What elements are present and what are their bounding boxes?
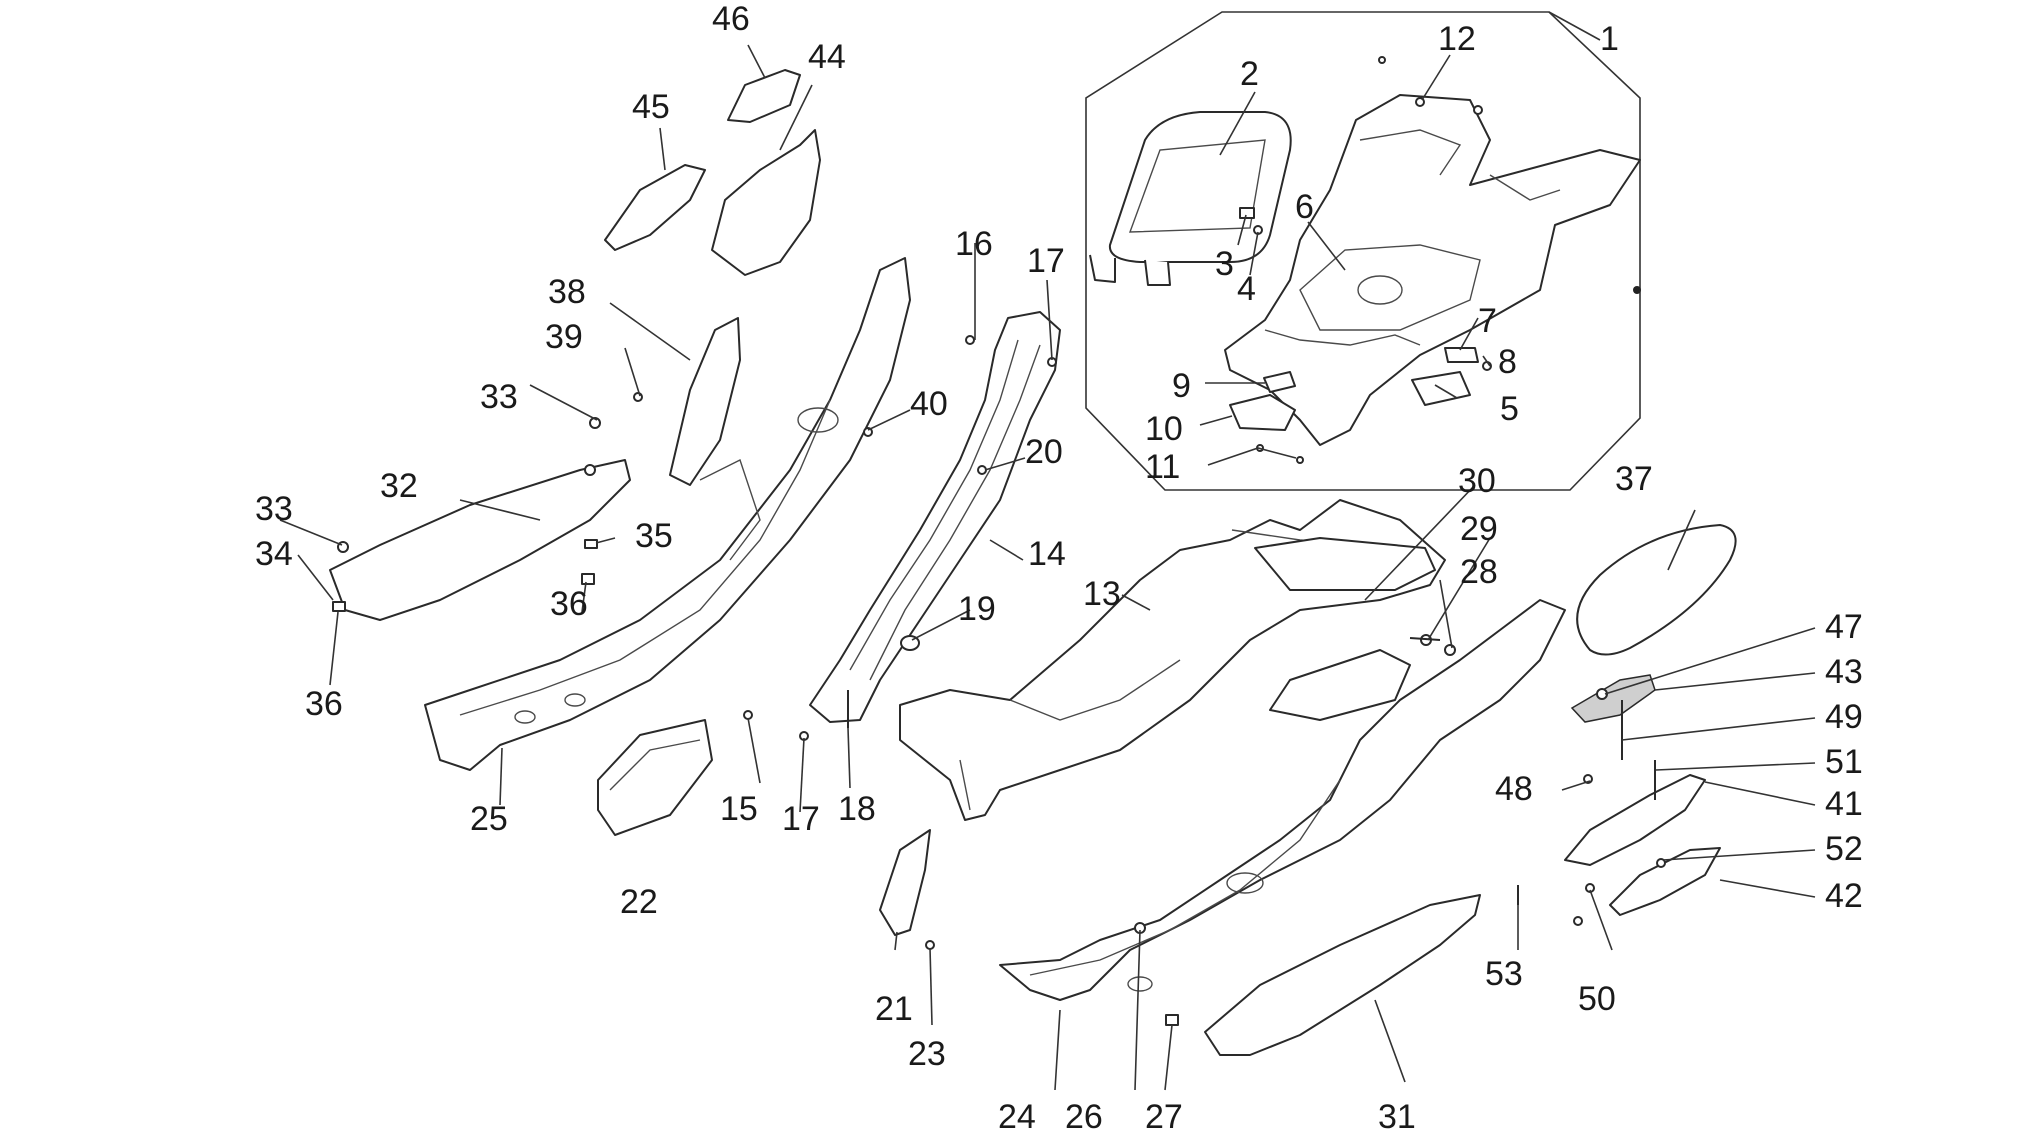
callout-13: 13 (1083, 575, 1121, 613)
callout-45: 45 (632, 88, 670, 126)
callout-33b: 33 (255, 490, 293, 528)
callout-9: 9 (1172, 367, 1191, 405)
part-32-left-floor-mat (329, 459, 631, 621)
part-42-bracket (1609, 847, 1721, 916)
callout-50: 50 (1578, 980, 1616, 1018)
callout-10: 10 (1145, 410, 1183, 448)
part-1-seat-compartment (1224, 94, 1641, 446)
part-38-left-cover (669, 317, 741, 486)
callout-53: 53 (1485, 955, 1523, 993)
callout-48: 48 (1495, 770, 1533, 808)
callout-35: 35 (635, 517, 673, 555)
callout-23: 23 (908, 1035, 946, 1073)
part-13-right-side-panel (899, 499, 1446, 821)
callout-32: 32 (380, 467, 418, 505)
callout-4: 4 (1237, 270, 1256, 308)
callout-42: 42 (1825, 877, 1863, 915)
part-22-glove-box (597, 719, 713, 836)
callout-15: 15 (720, 790, 758, 828)
callout-36b: 36 (305, 685, 343, 723)
callout-5: 5 (1500, 390, 1519, 428)
callout-41: 41 (1825, 785, 1863, 823)
part-24-floor-footboard (999, 599, 1566, 1001)
assembly-group-frame (1085, 11, 1641, 491)
part-14-tunnel-cover (809, 311, 1061, 723)
part-44-cover (711, 129, 821, 276)
callout-17a: 17 (1027, 242, 1065, 280)
callout-11: 11 (1145, 448, 1180, 486)
callout-20: 20 (1025, 433, 1063, 471)
callout-14: 14 (1028, 535, 1066, 573)
callout-18: 18 (838, 790, 876, 828)
callout-44: 44 (808, 38, 846, 76)
part-21-bracket (879, 829, 931, 936)
callout-36a: 36 (550, 585, 588, 623)
callout-26: 26 (1065, 1098, 1103, 1133)
callout-51: 51 (1825, 743, 1863, 781)
part-25-left-side-panel (424, 257, 911, 771)
part-2-seat-pad (1089, 111, 1292, 286)
callout-2: 2 (1240, 55, 1259, 93)
callout-21: 21 (875, 990, 913, 1028)
callout-24: 24 (998, 1098, 1036, 1133)
part-46-cap (727, 69, 801, 123)
part-41-bracket (1564, 774, 1706, 866)
callout-43: 43 (1825, 653, 1863, 691)
callout-8: 8 (1498, 343, 1517, 381)
callout-22: 22 (620, 883, 658, 921)
callout-6: 6 (1295, 188, 1314, 226)
leader-lines (279, 11, 1816, 1091)
callout-30: 30 (1458, 462, 1496, 500)
callout-3: 3 (1215, 245, 1234, 283)
part-31-right-floor-mat (1204, 894, 1481, 1056)
callout-37: 37 (1615, 460, 1653, 498)
callout-46: 46 (712, 0, 750, 38)
callout-12: 12 (1438, 20, 1476, 58)
callout-7: 7 (1478, 302, 1497, 340)
callout-1: 1 (1600, 20, 1619, 58)
callout-labels: 1 2 3 4 5 6 7 8 9 10 11 12 13 14 15 16 1… (255, 0, 1863, 1133)
callout-25: 25 (470, 800, 508, 838)
callout-19: 19 (958, 590, 996, 628)
part-37-side-cover (1576, 524, 1737, 656)
callout-28: 28 (1460, 553, 1498, 591)
callout-40: 40 (910, 385, 948, 423)
callout-27: 27 (1145, 1098, 1183, 1133)
callout-31: 31 (1378, 1098, 1416, 1133)
callout-38: 38 (548, 273, 586, 311)
callout-16: 16 (955, 225, 993, 263)
callout-39: 39 (545, 318, 583, 356)
callout-49: 49 (1825, 698, 1863, 736)
callout-34: 34 (255, 535, 293, 573)
callout-17b: 17 (782, 800, 820, 838)
callout-52: 52 (1825, 830, 1863, 868)
callout-33a: 33 (480, 378, 518, 416)
part-45-cover (604, 164, 706, 251)
callout-29: 29 (1460, 510, 1498, 548)
callout-47: 47 (1825, 608, 1863, 646)
